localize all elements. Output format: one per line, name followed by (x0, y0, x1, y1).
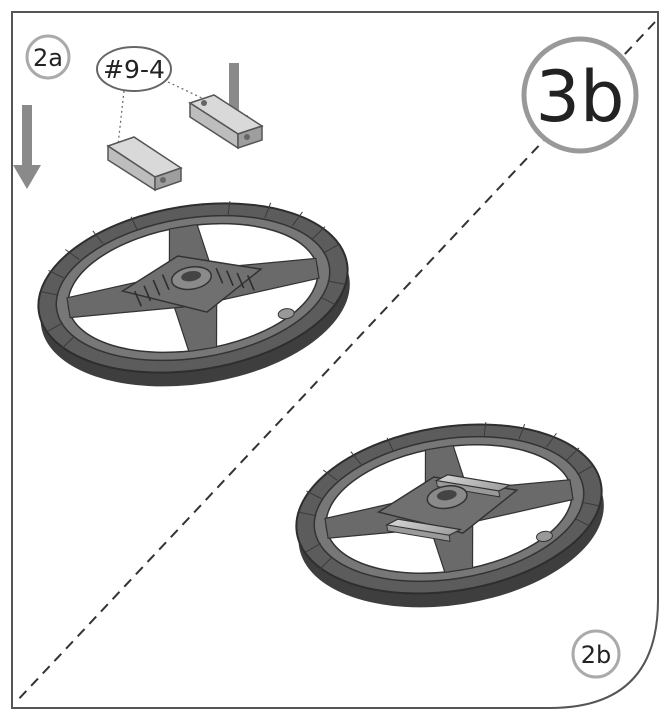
substep-badge-a: 2a (25, 34, 71, 80)
base-assembly-lower (295, 422, 604, 608)
installed-bracket-lower (384, 518, 463, 542)
installed-bracket-upper (434, 474, 512, 498)
substep-badge-b: 2b (571, 629, 621, 679)
step-badge: 3b (521, 36, 639, 154)
substep-label-b: 2b (581, 641, 612, 669)
down-arrow-left-icon (13, 105, 41, 189)
step-label: 3b (536, 56, 625, 138)
part-callout: #9-4 (96, 46, 207, 146)
leader-line-right (167, 81, 207, 101)
base-assembly-upper (37, 201, 350, 387)
part-label: #9-4 (103, 55, 165, 84)
bracket-piece-left (106, 136, 183, 192)
leader-line-left (117, 90, 125, 146)
bracket-piece-right (188, 94, 264, 150)
substep-label-a: 2a (33, 44, 63, 72)
